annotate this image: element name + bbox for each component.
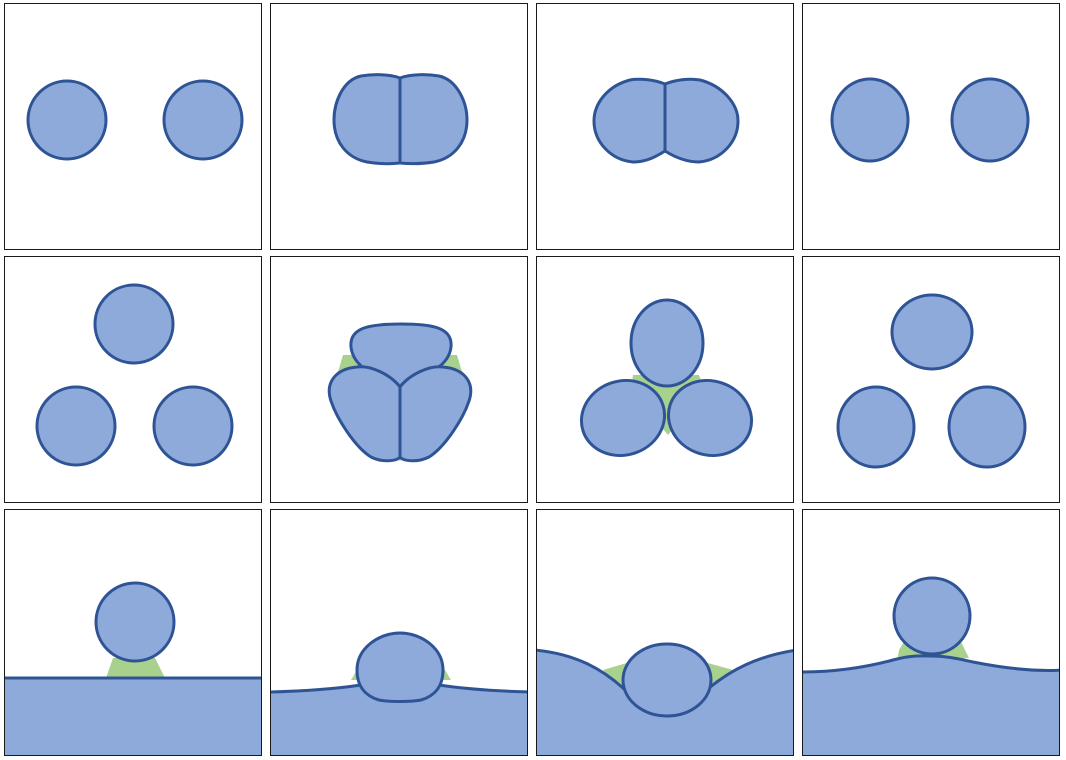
- particle-bottom-right: [949, 387, 1025, 467]
- particle-bottom-left: [37, 387, 115, 465]
- particle-top: [95, 285, 173, 363]
- panel-drawing: [271, 4, 528, 250]
- substrate: [5, 678, 262, 756]
- panel-drawing: [5, 4, 262, 250]
- panel-two-particles-separated-elongated: [802, 3, 1060, 250]
- panel-substrate-deep-indentation: [536, 509, 794, 756]
- panel-two-particles-relaxed: [536, 3, 794, 250]
- particle-right: [952, 79, 1028, 161]
- panel-two-particles-compressed: [270, 3, 528, 250]
- panel-drawing: [803, 4, 1060, 250]
- particle-left: [594, 79, 665, 162]
- substrate: [803, 656, 1060, 756]
- particle-bottom-right: [400, 367, 471, 461]
- particle: [623, 644, 711, 716]
- particle: [96, 583, 174, 661]
- panel-substrate-slight-indentation: [270, 509, 528, 756]
- panel-drawing: [271, 510, 528, 756]
- particle-left: [28, 81, 106, 159]
- particle-right: [400, 75, 467, 164]
- particle-bottom-left: [329, 367, 400, 461]
- panel-drawing: [537, 510, 794, 756]
- particle: [357, 633, 443, 702]
- particle-top: [892, 295, 972, 369]
- panel-drawing: [271, 257, 528, 503]
- panel-drawing: [5, 510, 262, 756]
- particle: [894, 578, 970, 654]
- particle-left: [334, 75, 400, 164]
- particle-bottom-right: [154, 387, 232, 465]
- particle-right: [665, 79, 738, 162]
- panel-drawing: [803, 510, 1060, 756]
- panel-three-particles-separated-elongated: [802, 256, 1060, 503]
- panel-drawing: [803, 257, 1060, 503]
- particle-left: [832, 79, 908, 161]
- particle-top: [631, 300, 703, 386]
- panel-three-particles-relaxed: [536, 256, 794, 503]
- particle-right: [164, 81, 242, 159]
- panel-two-particles-separated: [4, 3, 262, 250]
- panel-substrate-flat: [4, 509, 262, 756]
- particle-bottom-left: [838, 387, 914, 467]
- panel-drawing: [5, 257, 262, 503]
- panel-substrate-bulge: [802, 509, 1060, 756]
- panel-three-particles-compressed: [270, 256, 528, 503]
- panel-three-particles-separated: [4, 256, 262, 503]
- panel-drawing: [537, 257, 794, 503]
- panel-drawing: [537, 4, 794, 250]
